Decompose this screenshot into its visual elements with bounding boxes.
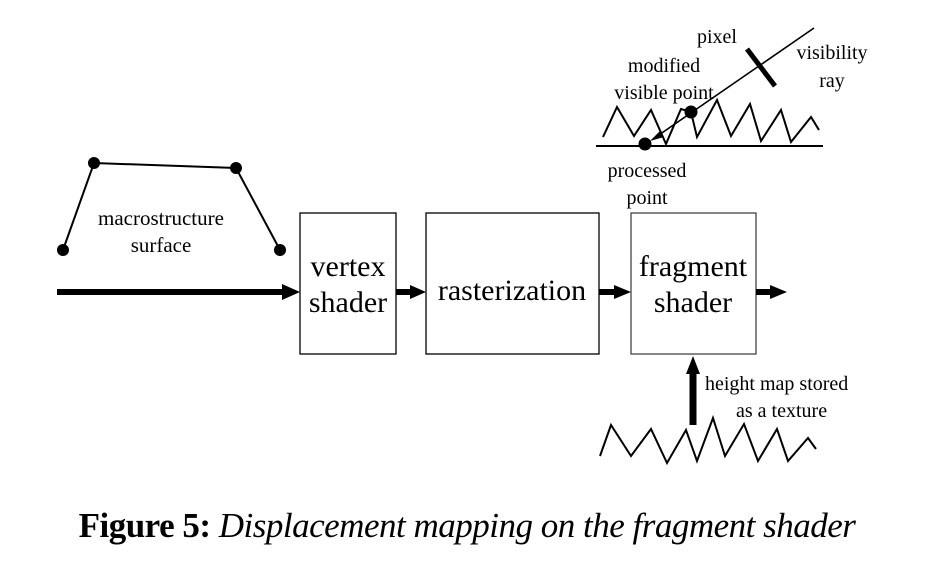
- vertex-point: [57, 244, 69, 256]
- processed-point-label-line1: processed: [608, 160, 687, 182]
- rasterization-label: rasterization: [438, 274, 586, 307]
- figure-caption-label: Figure 5:: [78, 506, 211, 545]
- height-map-label-line2: as a texture: [736, 400, 827, 422]
- height-map-arrowhead: [686, 356, 700, 374]
- height-map-zigzag: [599, 414, 817, 466]
- pixel-marker: [745, 47, 777, 88]
- input-arrowhead: [282, 284, 300, 300]
- visibility-ray-label-line2: ray: [819, 70, 845, 92]
- arrowhead: [410, 285, 426, 299]
- arrowhead: [614, 285, 631, 299]
- processed-point: [638, 137, 652, 151]
- macrostructure-outline: [62, 161, 281, 251]
- vertex-point: [88, 157, 100, 169]
- fragment-shader-box: [630, 212, 757, 355]
- visibility-ray-arrowhead: [650, 131, 664, 141]
- visibility-ray: [655, 27, 815, 138]
- fragment-shader-label-line2: shader: [654, 286, 732, 319]
- visibility-ray-label-line1: visibility: [796, 42, 867, 64]
- output-arrowhead: [770, 285, 787, 299]
- vertex-shader-label-line1: vertex: [311, 250, 386, 283]
- macrostructure-label-line2: surface: [131, 233, 192, 257]
- vertex-point: [274, 244, 286, 256]
- rasterization-box: [425, 212, 600, 355]
- figure-caption-text: Displacement mapping on the fragment sha…: [218, 506, 856, 545]
- modified-point-label-line1: modified: [628, 55, 700, 77]
- height-map-label-line1: height map stored: [705, 373, 848, 395]
- vertex-shader-label-line2: shader: [309, 286, 387, 319]
- modified-visible-point: [684, 105, 698, 119]
- processed-point-label-line2: point: [626, 187, 668, 209]
- figure-caption: Figure 5: Displacement mapping on the fr…: [0, 506, 934, 546]
- macrostructure-label-line1: macrostructure: [98, 206, 224, 230]
- fragment-shader-label-line1: fragment: [639, 250, 748, 283]
- vertex-point: [230, 162, 242, 174]
- vertex-shader-box: [299, 212, 397, 355]
- pixel-label: pixel: [697, 26, 737, 48]
- modified-point-label-line2: visible point: [614, 82, 714, 104]
- surface-zigzag: [602, 97, 820, 147]
